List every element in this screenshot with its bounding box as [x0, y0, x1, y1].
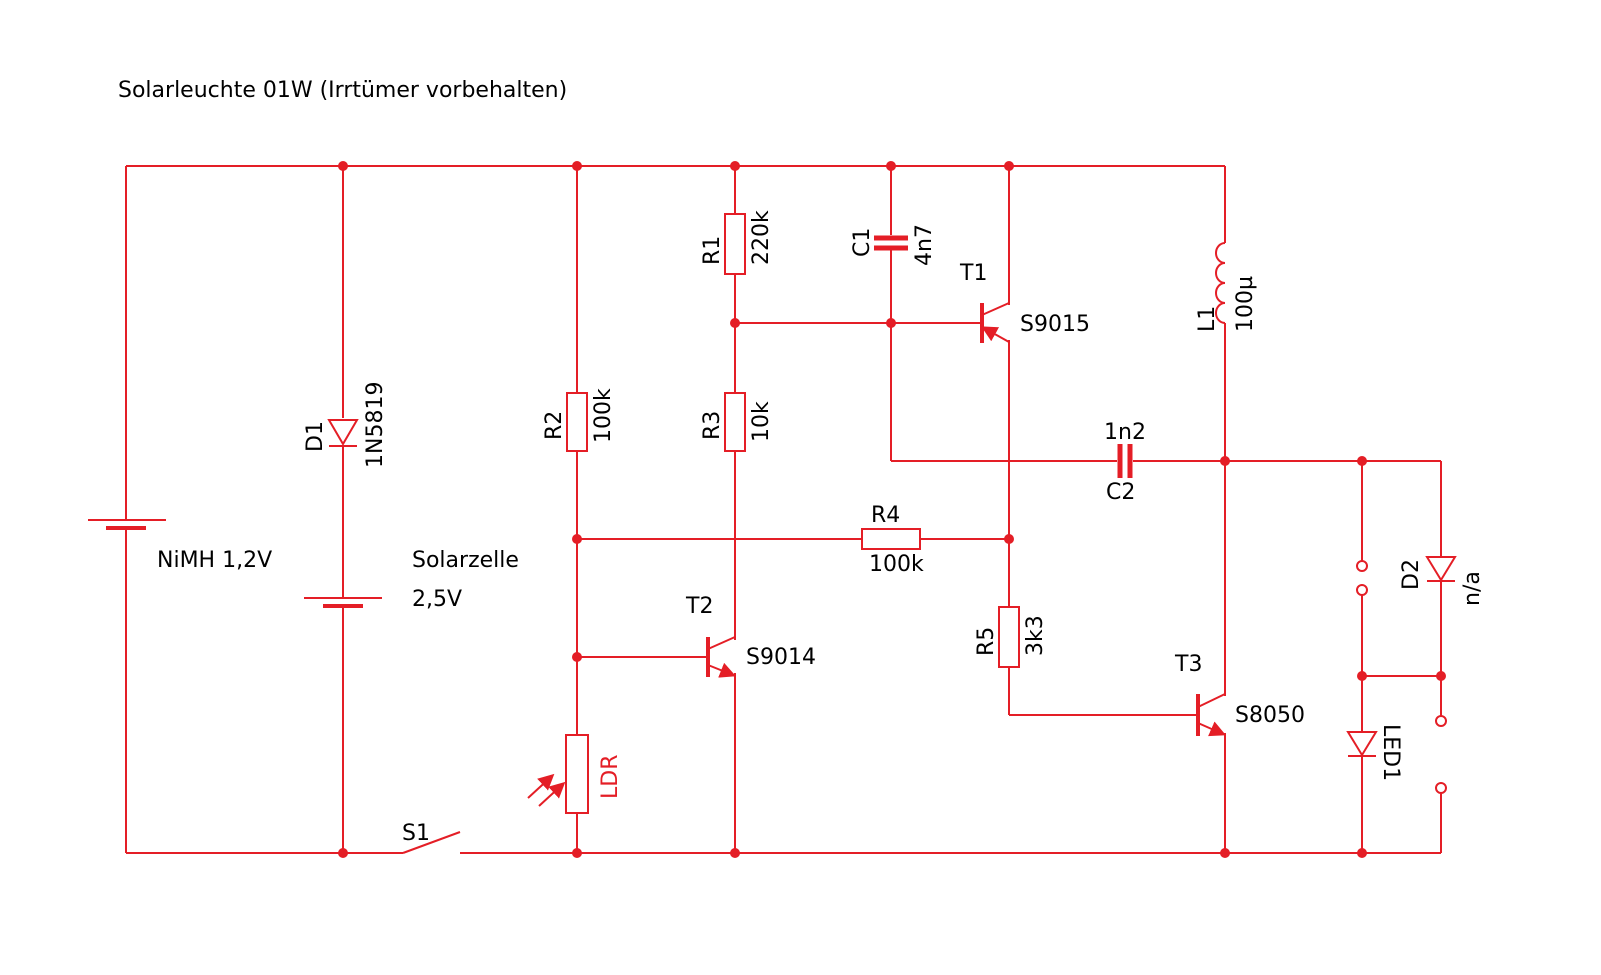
s1-ref: S1 — [402, 821, 430, 846]
schematic-title: Solarleuchte 01W (Irrtümer vorbehalten) — [118, 78, 567, 103]
l1-ref: L1 — [1195, 306, 1220, 332]
d2-value: n/a — [1460, 571, 1485, 606]
inductor-l1: L1 100µ — [1195, 242, 1258, 332]
t3-value: S8050 — [1235, 703, 1305, 728]
resistor-r2: R2 100k — [542, 388, 616, 452]
c1-value: 4n7 — [912, 224, 937, 266]
battery-nimh: NiMH 1,2V — [88, 519, 272, 573]
t1-value: S9015 — [1020, 312, 1090, 337]
ldr: LDR — [527, 734, 623, 814]
r1-ref: R1 — [700, 236, 725, 265]
solar-label-1: Solarzelle — [412, 548, 519, 573]
r3-value: 10k — [749, 401, 774, 442]
jumper-pins — [1356, 560, 1447, 794]
r2-value: 100k — [591, 388, 616, 443]
c2-value: 1n2 — [1104, 420, 1146, 445]
c1-ref: C1 — [850, 228, 875, 257]
battery-label: NiMH 1,2V — [157, 548, 272, 573]
t2-ref: T2 — [685, 594, 713, 619]
r1-value: 220k — [749, 210, 774, 265]
solar-cell: Solarzelle 2,5V — [304, 548, 519, 612]
transistor-t1: T1 S9015 — [959, 261, 1090, 343]
led1: LED1 — [1346, 724, 1403, 781]
capacitor-c2: 1n2 C2 — [1104, 420, 1146, 505]
d1-value: 1N5819 — [363, 382, 388, 468]
t1-ref: T1 — [959, 261, 987, 286]
diode-d2: D2 n/a — [1399, 556, 1485, 606]
switch-s1[interactable]: S1 — [402, 821, 461, 854]
capacitor-c1: C1 4n7 — [850, 224, 937, 266]
d1-ref: D1 — [303, 421, 328, 452]
t3-ref: T3 — [1174, 652, 1202, 677]
resistor-r5: R5 3k3 — [974, 606, 1048, 668]
transistor-t2: T2 S9014 — [685, 594, 816, 678]
c2-ref: C2 — [1106, 480, 1135, 505]
transistor-t3: T3 S8050 — [1174, 652, 1305, 737]
solar-label-2: 2,5V — [412, 587, 462, 612]
r2-ref: R2 — [542, 411, 567, 440]
ldr-ref: LDR — [598, 755, 623, 799]
resistor-r3: R3 10k — [700, 392, 774, 452]
r4-ref: R4 — [871, 503, 900, 528]
t2-value: S9014 — [746, 645, 816, 670]
r4-value: 100k — [869, 552, 924, 577]
led1-ref: LED1 — [1378, 724, 1403, 781]
junctions — [338, 161, 1446, 858]
resistor-r4: R4 100k — [861, 503, 924, 577]
r3-ref: R3 — [700, 411, 725, 440]
r5-ref: R5 — [974, 627, 999, 656]
diode-d1: D1 1N5819 — [303, 382, 388, 468]
wires — [125, 165, 1442, 854]
r5-value: 3k3 — [1023, 615, 1048, 656]
d2-ref: D2 — [1399, 559, 1424, 590]
l1-value: 100µ — [1233, 276, 1258, 332]
resistor-r1: R1 220k — [700, 210, 774, 275]
